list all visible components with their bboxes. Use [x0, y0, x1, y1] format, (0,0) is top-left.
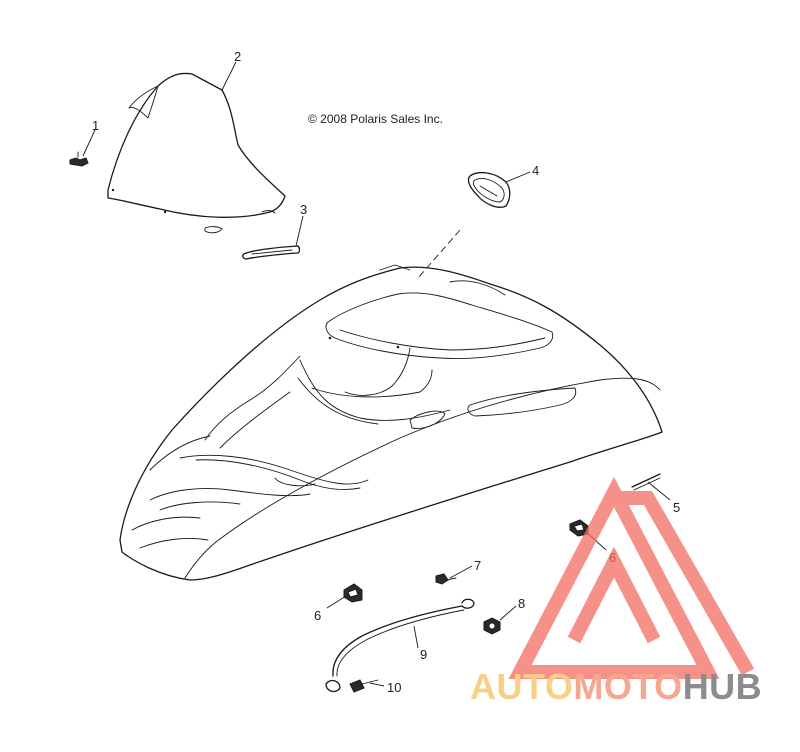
callout-5: 5 — [673, 500, 680, 515]
screw-part — [435, 573, 457, 585]
callout-2: 2 — [234, 49, 241, 64]
callout-1: 1 — [92, 118, 99, 133]
callout-6-lower: 6 — [314, 608, 321, 623]
gauge-bezel-part — [467, 171, 511, 208]
windshield-part — [107, 72, 286, 234]
logo-moto: MOTO — [573, 666, 683, 707]
callout-7: 7 — [474, 558, 481, 573]
logo-auto: AUTO — [470, 666, 574, 707]
callout-4: 4 — [532, 163, 539, 178]
callout-10: 10 — [387, 680, 401, 695]
cable-tie-part — [631, 473, 661, 491]
callout-3: 3 — [300, 202, 307, 217]
watermark-triangle-icon — [508, 476, 755, 679]
callout-8: 8 — [518, 596, 525, 611]
logo-hub: HUB — [682, 666, 763, 707]
hood-part — [119, 264, 663, 581]
tether-cable-part — [325, 598, 475, 693]
clip-part-lower — [343, 583, 363, 603]
watermark-logo: AUTOMOTOHUB — [470, 666, 762, 708]
push-rivet-part — [69, 151, 89, 167]
rivet-part — [349, 679, 379, 693]
callout-9: 9 — [420, 647, 427, 662]
copyright-text: © 2008 Polaris Sales Inc. — [308, 112, 443, 126]
strap-part — [242, 245, 301, 260]
nut-part — [483, 617, 501, 635]
